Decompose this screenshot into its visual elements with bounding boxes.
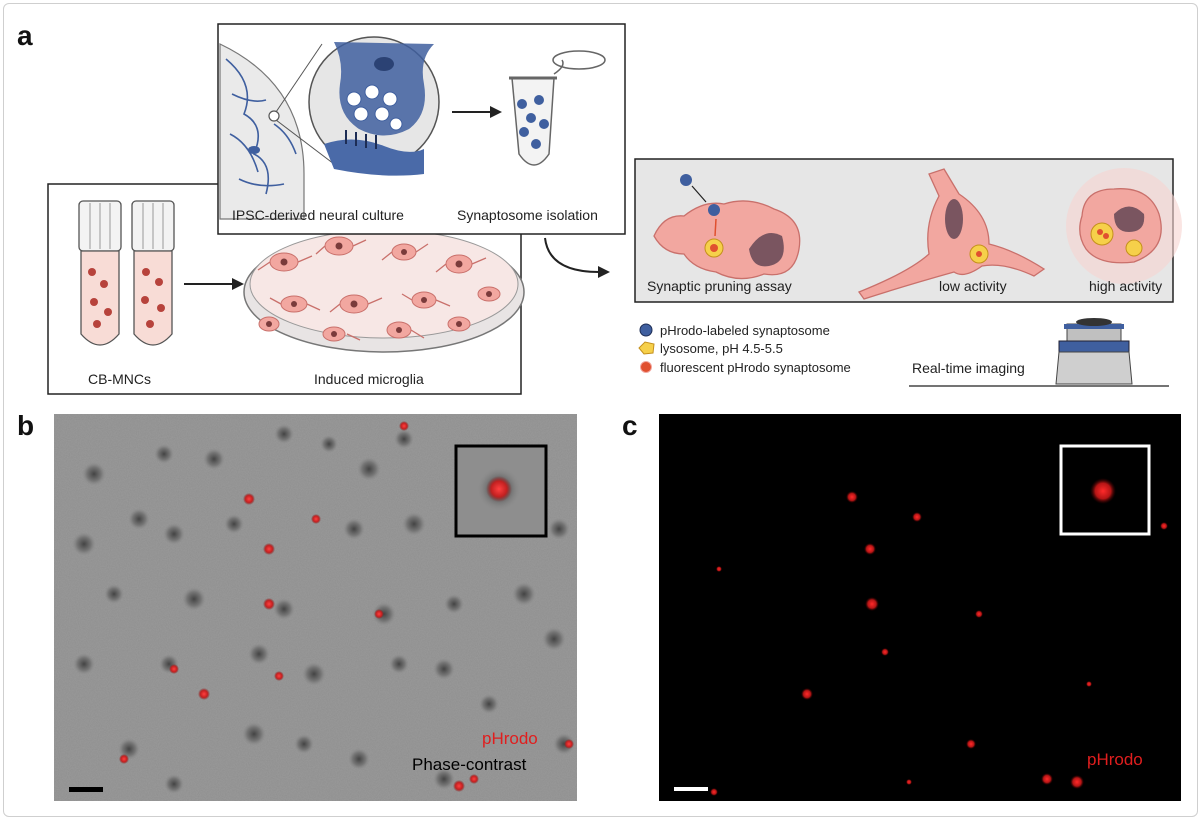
petri-dish-icon (243, 229, 525, 353)
low-activity-label: low activity (939, 278, 1007, 294)
microglia-cell-icon (1066, 168, 1182, 284)
ipsc-culture-label: IPSC-derived neural culture (232, 207, 404, 223)
panel-label-c: c (622, 410, 638, 441)
tube-icon (78, 200, 122, 346)
assay-label: Synaptic pruning assay (647, 278, 792, 294)
fluorescence-micrograph: pHrodo (659, 414, 1181, 801)
phrodo-signal-group (119, 421, 574, 792)
neural-dish-icon (219, 43, 305, 220)
schematic-panel: CB-MNCs (47, 23, 1182, 395)
panel-label-b: b (17, 410, 35, 441)
microglia-cell-icon (653, 174, 801, 280)
legend-synaptosome: pHrodo-labeled synaptosome (660, 323, 830, 338)
phase-contrast-micrograph: pHrodo Phase-contrast (54, 414, 577, 801)
microglia-cell-icon (857, 168, 1046, 300)
figure-frame: a b c CB-MNCs (3, 3, 1198, 817)
phrodo-label-c: pHrodo (1087, 750, 1143, 769)
tube-icon (131, 200, 175, 346)
phase-contrast-label: Phase-contrast (412, 755, 527, 774)
synaptosome-isolation-label: Synaptosome isolation (457, 207, 598, 223)
eppendorf-tube-icon (509, 50, 606, 166)
microscope-icon (909, 318, 1169, 387)
synapse-zoom-icon (308, 36, 440, 176)
induced-microglia-label: Induced microglia (314, 371, 424, 387)
high-activity-label: high activity (1089, 278, 1162, 294)
scale-bar (674, 787, 708, 791)
phrodo-label-b: pHrodo (482, 729, 538, 748)
panel-label-a: a (17, 20, 33, 51)
cell-cluster-group (72, 424, 575, 794)
legend-lysosome: lysosome, pH 4.5-5.5 (660, 341, 783, 356)
zoom-inset (454, 444, 548, 538)
scale-bar (69, 787, 103, 792)
phrodo-signal-group (710, 491, 1168, 796)
legend: pHrodo-labeled synaptosome lysosome, pH … (638, 323, 851, 375)
cb-mncs-label: CB-MNCs (88, 371, 151, 387)
legend-fluorescent: fluorescent pHrodo synaptosome (660, 360, 851, 375)
imaging-label: Real-time imaging (912, 360, 1025, 376)
zoom-inset (1059, 444, 1151, 536)
